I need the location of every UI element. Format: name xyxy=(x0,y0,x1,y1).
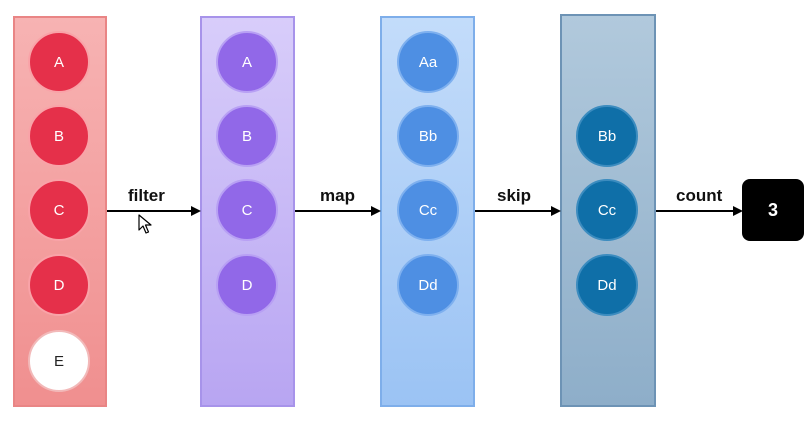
stage-1-item: E xyxy=(28,330,90,392)
stage-2-item: B xyxy=(216,105,278,167)
stage-1-item: D xyxy=(28,254,90,316)
stage-4-item: Cc xyxy=(576,179,638,241)
stage-3-item: Dd xyxy=(397,254,459,316)
map-arrow xyxy=(295,206,381,216)
mouse-pointer-icon xyxy=(138,214,152,234)
stage-3-item: Cc xyxy=(397,179,459,241)
count-arrow xyxy=(656,206,743,216)
filter-arrow xyxy=(107,206,201,216)
stage-2-item: C xyxy=(216,179,278,241)
count-label: count xyxy=(676,186,723,205)
stage-1-item: B xyxy=(28,105,90,167)
map-label: map xyxy=(320,186,355,205)
stage-3-item: Aa xyxy=(397,31,459,93)
stage-2-item: A xyxy=(216,31,278,93)
stage-1-item: A xyxy=(28,31,90,93)
stage-1-item: C xyxy=(28,179,90,241)
result-box: 3 xyxy=(742,179,804,241)
stage-2-item: D xyxy=(216,254,278,316)
skip-arrow xyxy=(475,206,561,216)
filter-label: filter xyxy=(128,186,165,205)
stage-3-item: Bb xyxy=(397,105,459,167)
stage-4-item: Dd xyxy=(576,254,638,316)
skip-label: skip xyxy=(497,186,532,205)
stage-4-item: Bb xyxy=(576,105,638,167)
